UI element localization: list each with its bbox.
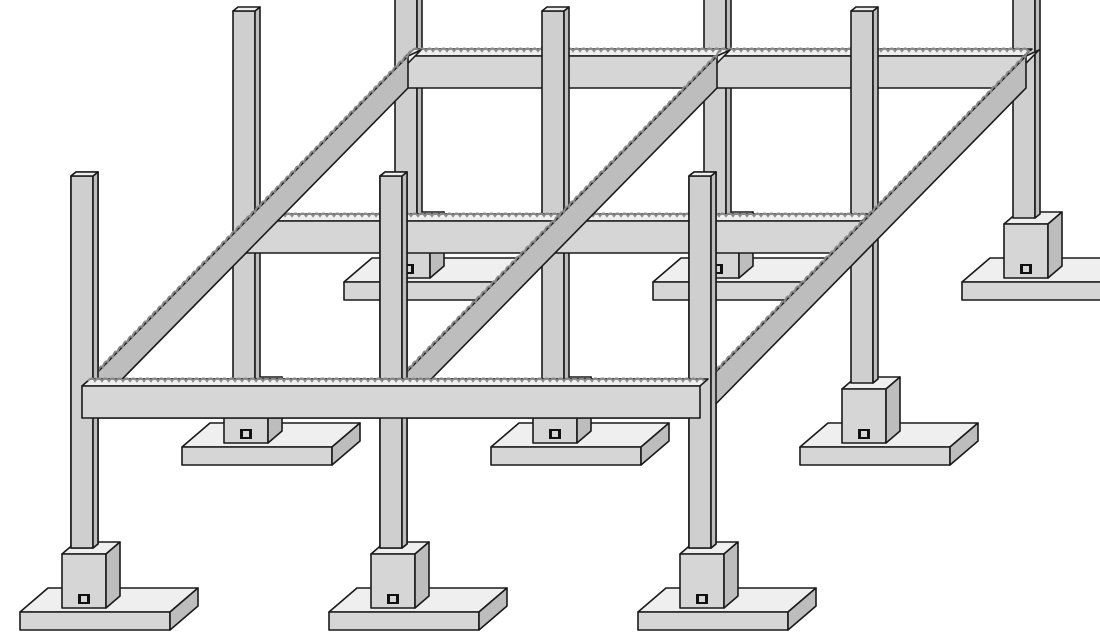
rebar-knurl: [396, 50, 722, 383]
column-face: [541, 10, 565, 384]
column-side: [416, 0, 423, 219]
anchor-bolt-core: [861, 431, 867, 437]
column-face: [688, 175, 712, 549]
footing-pad-side: [478, 587, 508, 631]
footing-pad-front: [799, 446, 951, 466]
column-side: [710, 171, 717, 549]
column: [232, 6, 261, 384]
anchor-bolt-core: [390, 596, 396, 602]
anchor-bolt-core: [552, 431, 558, 437]
rebar-knurl: [87, 377, 705, 383]
beam-x: [81, 377, 709, 419]
footing-assembly: [799, 376, 979, 466]
beam-depth: [701, 49, 1040, 419]
column-face: [379, 175, 403, 549]
rebar-knurl: [87, 50, 413, 383]
footing-pad-front: [652, 281, 804, 301]
column-face: [232, 10, 256, 384]
anchor-bolt-core: [405, 266, 411, 272]
column-face: [850, 10, 874, 384]
column-side: [872, 6, 879, 384]
beam-x-front: [81, 385, 701, 419]
footing-assembly: [19, 541, 199, 631]
column-top: [379, 171, 408, 177]
column-face: [1012, 0, 1036, 219]
footing-pad-front: [490, 446, 642, 466]
footing-pad-front: [961, 281, 1100, 301]
footing-pad-side: [331, 422, 361, 466]
anchor-bolt-core: [699, 596, 705, 602]
footing-pad-side: [949, 422, 979, 466]
column-top: [70, 171, 99, 177]
footing-pad-front: [181, 446, 333, 466]
footing-pad-side: [169, 587, 199, 631]
footing-pad-front: [328, 611, 480, 631]
column-top: [688, 171, 717, 177]
anchor-bolt-core: [1023, 266, 1029, 272]
footing-pad-side: [640, 422, 670, 466]
anchor-bolt-core: [81, 596, 87, 602]
footing-pad-front: [637, 611, 789, 631]
column-top: [541, 6, 570, 12]
footing-pad-side: [787, 587, 817, 631]
rebar-knurl: [705, 50, 1031, 383]
column: [541, 6, 570, 384]
column-side: [92, 171, 99, 549]
footing-assembly: [961, 211, 1100, 301]
pedestal-side: [885, 376, 901, 444]
column: [1012, 0, 1041, 219]
column-side: [254, 6, 261, 384]
pedestal-side: [105, 541, 121, 609]
anchor-bolt-core: [243, 431, 249, 437]
pedestal-side: [1047, 211, 1063, 279]
column-side: [725, 0, 732, 219]
column-side: [563, 6, 570, 384]
column: [379, 171, 408, 549]
footing-pad-front: [19, 611, 171, 631]
column-top: [232, 6, 261, 12]
column-side: [1034, 0, 1041, 219]
column-top: [850, 6, 879, 12]
anchor-bolt-core: [714, 266, 720, 272]
column: [688, 171, 717, 549]
pedestal-side: [723, 541, 739, 609]
column: [850, 6, 879, 384]
column-side: [401, 171, 408, 549]
column: [70, 171, 99, 549]
column-face: [70, 175, 94, 549]
footing-pad-front: [343, 281, 495, 301]
pedestal-side: [414, 541, 430, 609]
footing-assembly: [637, 541, 817, 631]
